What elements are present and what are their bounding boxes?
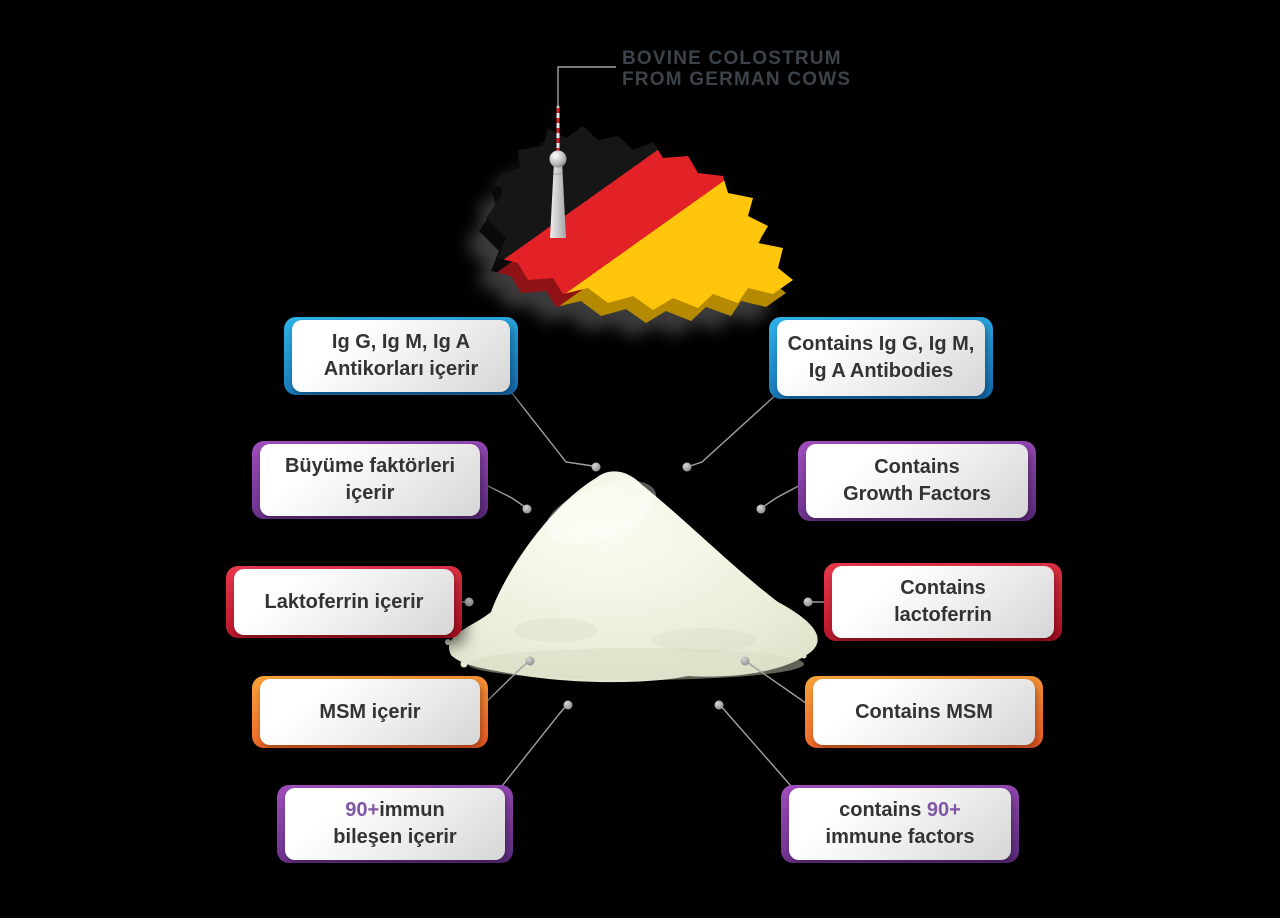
label-text: Contains xyxy=(900,577,986,599)
label-antibodies-tr: Ig G, Ig M, Ig A Antikorları içerir xyxy=(284,317,518,395)
label-text: lactoferrin xyxy=(894,604,992,626)
label-text: Contains MSM xyxy=(855,700,993,723)
connector-line xyxy=(689,391,780,467)
connector-line xyxy=(720,705,792,787)
map-surface-flag xyxy=(486,126,793,310)
title-line-1: BOVINE COLOSTRUM xyxy=(622,48,842,69)
connector-dot xyxy=(714,700,724,710)
label-text: contains 90+ xyxy=(839,797,961,824)
connector-dot xyxy=(756,504,766,514)
tower-column xyxy=(550,161,566,238)
label-immune-factors-en: contains 90+ immune factors xyxy=(781,785,1019,863)
title-line-2: FROM GERMAN COWS xyxy=(622,69,852,90)
label-text: Contains xyxy=(874,456,960,478)
label-text: Büyüme faktörleri xyxy=(284,455,456,477)
connector-dot xyxy=(525,656,535,666)
antenna-tip xyxy=(556,105,560,109)
connector-line xyxy=(746,661,814,709)
connector-line xyxy=(479,661,529,709)
label-text: Antikorları içerir xyxy=(323,358,479,380)
label-text: bileşen içerir xyxy=(333,826,457,848)
connector-line xyxy=(762,481,807,508)
label-text-part: contains xyxy=(839,799,927,821)
tv-tower-icon xyxy=(549,105,567,238)
label-text: Contains Ig G, Ig M, xyxy=(787,333,975,355)
label-growth-factors-en: Contains Growth Factors xyxy=(798,441,1036,521)
highlight-90plus: 90+ xyxy=(926,799,961,821)
label-growth-factors-tr: Büyüme faktörleri içerir xyxy=(252,441,488,519)
connector-dot xyxy=(522,504,532,514)
label-text-part: immun xyxy=(379,799,445,821)
colostrum-powder-pile xyxy=(445,471,818,683)
label-text: Growth Factors xyxy=(843,483,991,505)
tower-sphere xyxy=(549,150,567,168)
connector-dot xyxy=(464,597,474,607)
label-text: içerir xyxy=(345,482,395,504)
label-msm-tr: MSM içerir xyxy=(252,676,488,748)
powder-highlight xyxy=(545,480,657,544)
germany-map xyxy=(466,105,793,338)
title-callout-line xyxy=(557,66,616,106)
connector-dot xyxy=(591,462,601,472)
connector-dots xyxy=(464,462,813,710)
powder-texture xyxy=(652,628,756,652)
label-text: Ig A Antibodies xyxy=(808,360,954,382)
connector-dot xyxy=(803,597,813,607)
page-title: BOVINE COLOSTRUM FROM GERMAN COWS xyxy=(622,48,851,90)
powder-texture xyxy=(514,618,598,642)
connector-dot xyxy=(563,700,573,710)
highlight-90plus: 90+ xyxy=(345,799,380,821)
connector-line xyxy=(479,481,526,508)
label-text: MSM içerir xyxy=(319,700,421,723)
connector-line xyxy=(501,705,567,787)
label-lactoferrin-tr: Laktoferrin içerir xyxy=(226,566,462,638)
label-text: Laktoferrin içerir xyxy=(264,590,424,613)
connector-dot xyxy=(740,656,750,666)
powder-crumb xyxy=(445,639,451,645)
connector-line xyxy=(507,387,594,467)
label-lactoferrin-en: Contains lactoferrin xyxy=(824,563,1062,641)
label-msm-en: Contains MSM xyxy=(805,676,1043,748)
powder-pile-shape xyxy=(449,471,818,683)
connector-dot xyxy=(682,462,692,472)
label-immune-factors-tr: 90+immun bileşen içerir xyxy=(277,785,513,863)
connector-lines xyxy=(454,66,832,787)
label-antibodies-en: Contains Ig G, Ig M, Ig A Antibodies xyxy=(769,317,993,399)
label-text: 90+immun xyxy=(345,797,445,824)
label-text: Ig G, Ig M, Ig A xyxy=(331,331,471,353)
powder-base-shade xyxy=(468,648,804,680)
label-text: immune factors xyxy=(825,826,975,848)
